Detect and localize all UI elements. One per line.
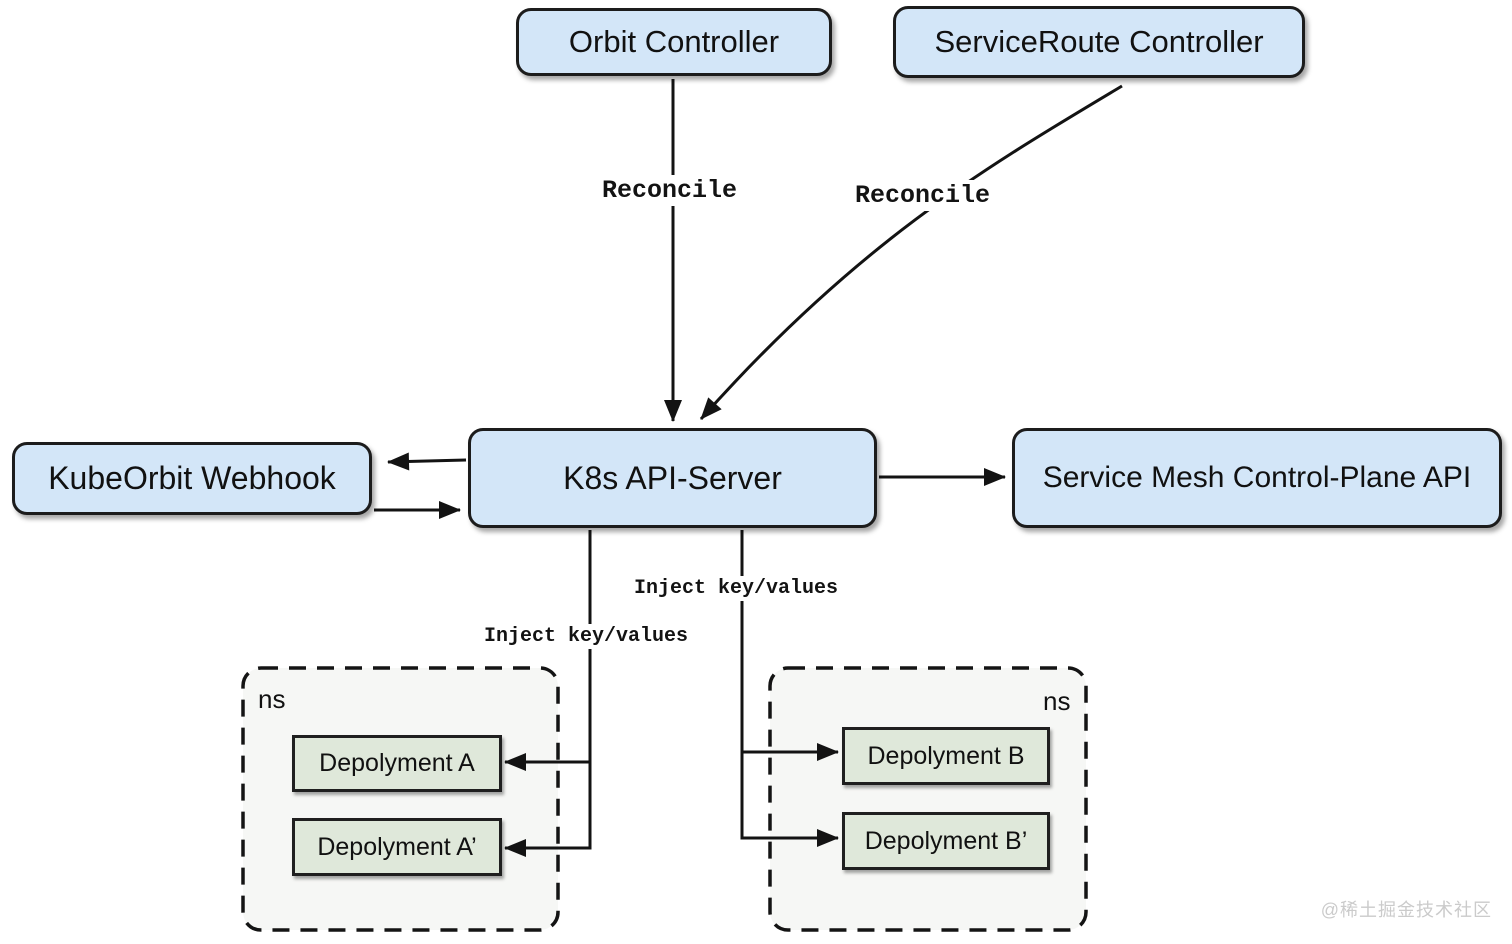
- node-service-mesh-api: Service Mesh Control-Plane API: [1012, 428, 1502, 528]
- deployment-b-prime: Depolyment B’: [842, 812, 1050, 870]
- namespace-b-box: [768, 666, 1088, 932]
- deployment-a-prime: Depolyment A’: [292, 818, 502, 876]
- namespace-a-label: ns: [258, 684, 286, 714]
- namespace-b-label: ns: [1043, 686, 1071, 716]
- deployment-b: Depolyment B: [842, 727, 1050, 785]
- node-service-mesh-api-label: Service Mesh Control-Plane API: [1042, 460, 1472, 494]
- edge-label-reconcile-serviceroute: Reconcile: [851, 180, 995, 211]
- node-kubeorbit-webhook: KubeOrbit Webhook: [12, 442, 372, 515]
- deployment-a: Depolyment A: [292, 735, 502, 792]
- watermark: @稀土掘金技术社区: [1320, 900, 1492, 920]
- node-orbit-controller: Orbit Controller: [516, 8, 832, 76]
- node-serviceroute-controller: ServiceRoute Controller: [893, 6, 1305, 78]
- node-k8s-api-server: K8s API-Server: [468, 428, 877, 528]
- edge-label-inject-right: Inject key/values: [630, 576, 843, 601]
- edge-inject-to-deployment-b-prime: [740, 530, 839, 847]
- edge-apiserver-to-webhook: [387, 452, 467, 471]
- edge-label-inject-left: Inject key/values: [480, 624, 693, 649]
- edge-label-reconcile-orbit: Reconcile: [598, 175, 742, 206]
- edge-serviceroute-to-apiserver: [699, 84, 1123, 420]
- namespace-a-box: [241, 666, 560, 932]
